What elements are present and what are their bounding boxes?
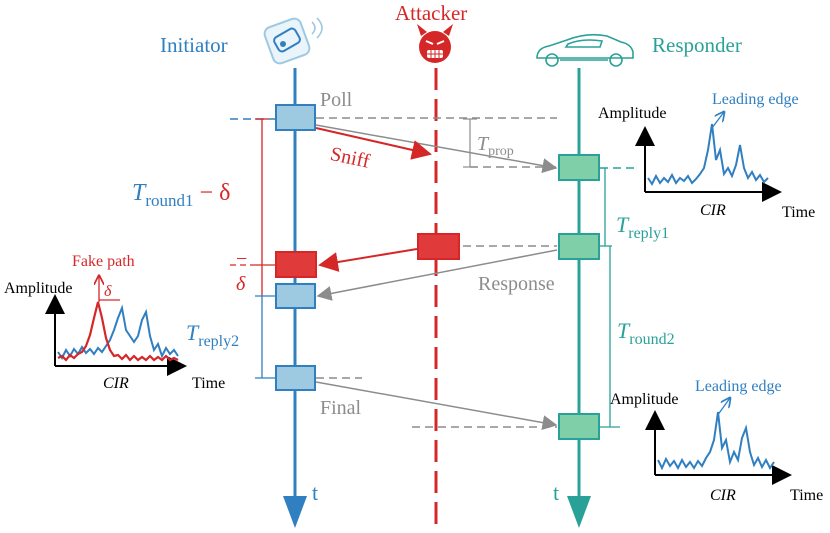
delta-minus-label: −: [236, 248, 247, 270]
sniff-label: Sniff: [328, 143, 372, 173]
initiator-time-label: t: [312, 480, 318, 505]
sniff-arrow: [315, 127, 432, 160]
responder-label: Responder: [652, 33, 742, 57]
poll-frame-initiator: [275, 104, 316, 131]
cir-initiator-delta: δ: [104, 283, 112, 300]
cir-top-ylabel: Amplitude: [598, 105, 666, 122]
response-arrow: [316, 249, 558, 301]
cir-bottom-xlabel: Time: [790, 487, 823, 504]
response-label: Response: [478, 273, 555, 295]
car-icon: [536, 33, 634, 67]
cir-initiator-xlabel: Time: [192, 375, 225, 392]
devil-face-icon: [417, 24, 453, 63]
response-frame-responder: [558, 233, 600, 260]
response-frame-initiator: [275, 283, 316, 309]
cir-plot-initiator: Amplitude Time CIR Fake path δ: [4, 253, 225, 392]
poll-label: Poll: [320, 89, 353, 111]
cir-initiator-caption: CIR: [103, 375, 129, 392]
cir-plot-bottom: Amplitude Time CIR Leading edge: [610, 378, 823, 504]
initiator-label: Initiator: [160, 33, 228, 57]
cir-top-annotation: Leading edge: [712, 91, 799, 108]
cir-initiator-annotation: Fake path: [72, 253, 135, 270]
cir-top-caption: CIR: [700, 202, 726, 219]
cir-top-xlabel: Time: [782, 204, 815, 221]
final-frame-initiator: [275, 365, 316, 391]
responder-time-label: t: [553, 480, 559, 505]
initiator-time-arrow: [283, 496, 307, 528]
cir-bottom-annotation: Leading edge: [695, 378, 782, 395]
poll-frame-responder: [558, 154, 600, 181]
t-round2-label: Tround2: [617, 318, 675, 348]
attacker-label: Attacker: [395, 1, 467, 25]
final-frame-responder: [558, 413, 600, 440]
delta-label: δ: [236, 273, 246, 295]
final-arrow: [315, 381, 558, 431]
replay-arrow: [318, 248, 418, 272]
t-reply1-label: Treply1: [616, 212, 669, 242]
cir-bottom-caption: CIR: [710, 487, 736, 504]
cir-initiator-ylabel: Amplitude: [4, 280, 72, 297]
responder-time-arrow: [567, 496, 591, 528]
cir-plot-top: Amplitude Time CIR Leading edge: [598, 91, 815, 221]
fake-response-frame: [275, 251, 317, 278]
t-prop-label: Tprop: [477, 133, 514, 159]
t-reply2-label: Treply2: [186, 320, 239, 350]
poll-arrow: [315, 124, 558, 174]
final-label: Final: [320, 397, 362, 419]
attacker-frame: [417, 233, 460, 260]
t-round1-label: Tround1 − δ: [132, 180, 230, 210]
key-fob-icon: [263, 17, 323, 65]
cir-bottom-ylabel: Amplitude: [610, 391, 678, 408]
